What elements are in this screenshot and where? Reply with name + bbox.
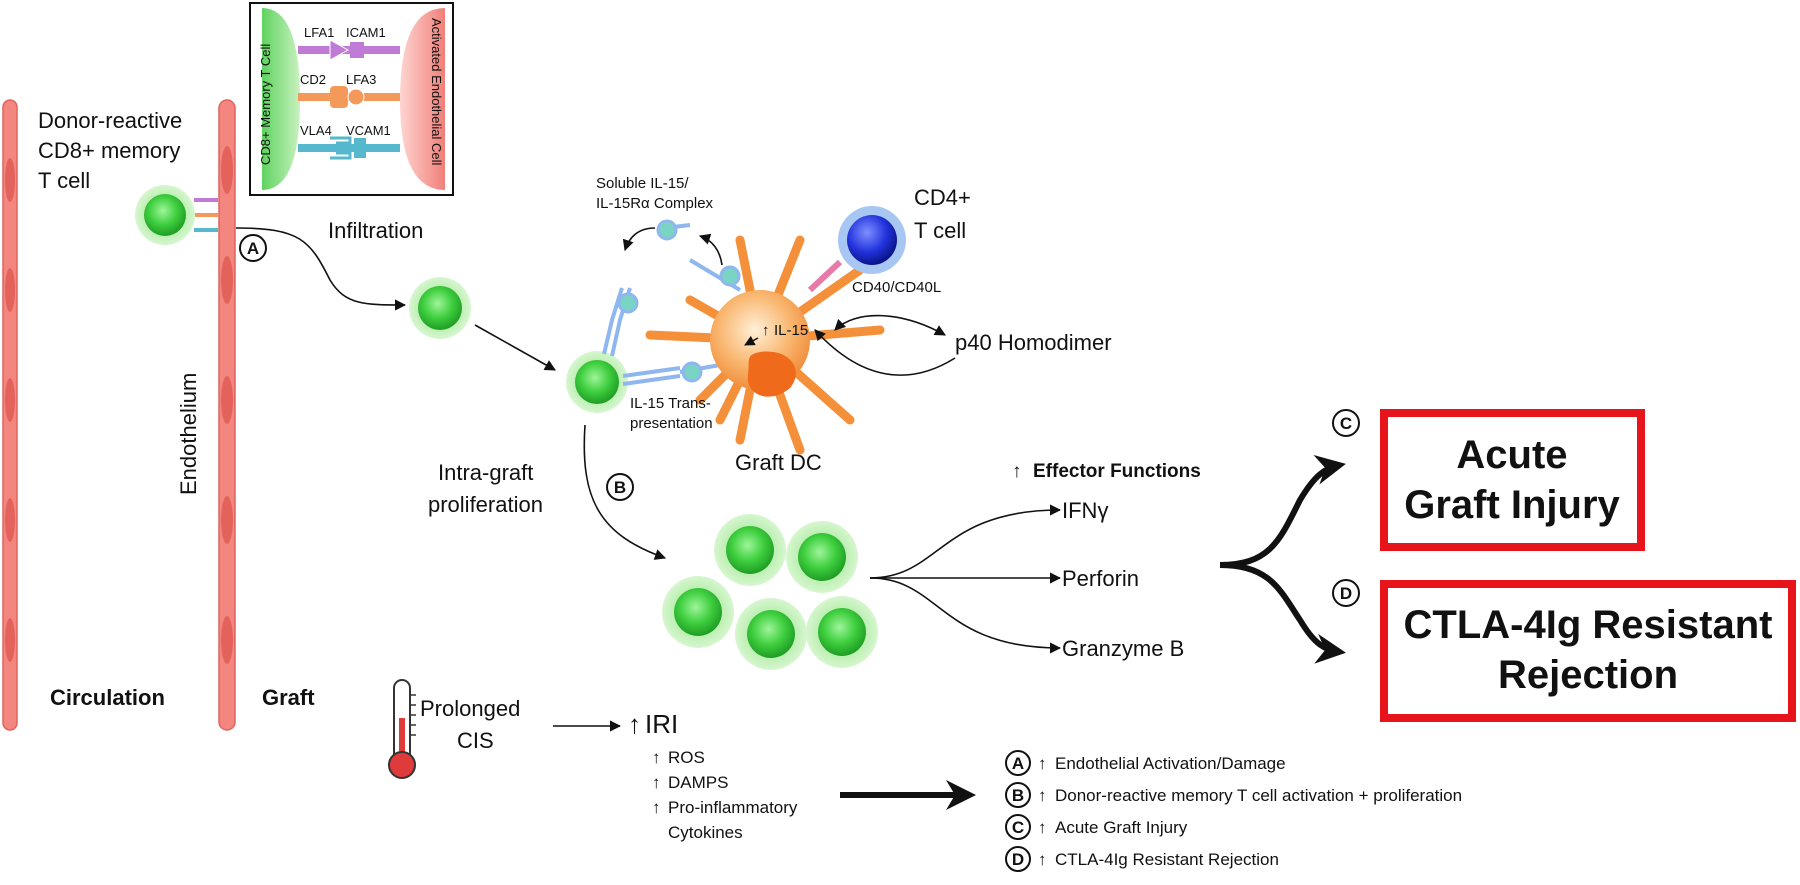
p40-arrow (814, 329, 956, 376)
endothelium-label: Endothelium (176, 373, 201, 495)
donor-cell-label: Donor-reactive (38, 108, 182, 133)
p40-arrow (834, 314, 946, 336)
soluble-complex-arrow (698, 233, 723, 266)
effector-label: ↑ (1012, 461, 1022, 482)
soluble-complex-label: IL-15Rα Complex (596, 195, 714, 212)
damps-label: DAMPS (668, 773, 728, 792)
il15-label: ↑ (762, 322, 770, 339)
svg-text:B: B (1012, 786, 1024, 805)
proinflammatory-label: Pro-inflammatory (668, 798, 798, 817)
inset-right-cell-label: Activated Endothelial Cell (429, 18, 444, 166)
trans-presentation-label: presentation (630, 415, 713, 432)
acute-graft-injury-text: Graft Injury (1404, 483, 1620, 527)
cd4-t-cell-label: T cell (914, 218, 966, 243)
ctla4ig-rejection-text: Rejection (1498, 653, 1678, 697)
ros-label: ROS (668, 748, 705, 767)
svg-text:C: C (1340, 414, 1352, 433)
inset-lfa3-label: LFA3 (346, 72, 376, 87)
inset-vla4-label: VLA4 (300, 123, 332, 138)
ctla4ig-rejection-box (1380, 580, 1796, 722)
proinflammatory-label: ↑ (652, 798, 661, 817)
svg-text:C: C (1012, 818, 1024, 837)
acute-graft-injury-box (1380, 409, 1645, 551)
prolonged-cis-label: CIS (457, 728, 494, 753)
svg-text:Acute Graft Injury: Acute Graft Injury (1055, 818, 1188, 837)
cd4-t-cell-label: CD4+ (914, 185, 971, 210)
proinflammatory-label: Cytokines (668, 823, 743, 842)
effector-arrows (869, 504, 1062, 654)
to-activated-cell-arrow (474, 324, 556, 371)
soluble-complex-arrow (622, 227, 656, 252)
svg-text:↑: ↑ (1038, 754, 1047, 773)
thermometer-icon (388, 679, 416, 779)
endothelium-wall-left (2, 99, 18, 731)
ros-label: ↑ (652, 748, 661, 767)
donor-cell-label: CD8+ memory (38, 138, 180, 163)
intragraft-label: Intra-graft (438, 460, 533, 485)
svg-text:↑: ↑ (1038, 850, 1047, 869)
cd4-t-cell (838, 206, 906, 274)
ifng-label: IFNγ (1062, 498, 1108, 523)
adhesion-inset: CD8+ Memory T Cell Activated Endothelial… (249, 2, 454, 196)
marker-a: A (239, 234, 267, 262)
legend-item: B ↑ Donor-reactive memory T cell activat… (1005, 782, 1462, 808)
circulation-label: Circulation (50, 685, 165, 710)
svg-text:↑: ↑ (1038, 818, 1047, 837)
activated-t-cell (566, 351, 628, 413)
inset-left-cell-label: CD8+ Memory T Cell (258, 44, 273, 165)
damps-label: ↑ (652, 773, 661, 792)
svg-text:Donor-reactive memory T cell a: Donor-reactive memory T cell activation … (1055, 786, 1462, 805)
infiltration-arrow (235, 227, 407, 311)
legend-item: A ↑ Endothelial Activation/Damage (1005, 750, 1286, 776)
graft-dc (645, 235, 885, 455)
graft-label: Graft (262, 685, 315, 710)
acute-graft-injury-text: Acute (1456, 433, 1567, 477)
svg-text:↑: ↑ (1038, 786, 1047, 805)
graft-dc-label: Graft DC (735, 450, 822, 475)
inset-vcam1-label: VCAM1 (346, 123, 391, 138)
legend: A ↑ Endothelial Activation/Damage B ↑ Do… (1005, 750, 1462, 872)
inset-lfa1-label: LFA1 (304, 25, 334, 40)
effector-label: Effector Functions (1033, 461, 1201, 482)
p40-label: p40 Homodimer (955, 330, 1112, 355)
svg-text:B: B (614, 478, 626, 497)
proliferated-t-cells (662, 514, 878, 670)
granzyme-label: Granzyme B (1062, 636, 1184, 661)
svg-text:A: A (247, 239, 259, 258)
inset-icam1-label: ICAM1 (346, 25, 386, 40)
svg-text:D: D (1012, 850, 1024, 869)
legend-item: D ↑ CTLA-4Ig Resistant Rejection (1005, 846, 1279, 872)
svg-text:CTLA-4Ig Resistant Rejection: CTLA-4Ig Resistant Rejection (1055, 850, 1279, 869)
marker-b: B (606, 473, 634, 501)
soluble-complex-label: Soluble IL-15/ (596, 175, 689, 192)
outcome-arrow-d (1219, 562, 1346, 664)
il15-label: IL-15 (774, 322, 808, 339)
infiltration-label: Infiltration (328, 218, 423, 243)
proliferation-arrow (583, 424, 667, 560)
iri-label: ↑ (628, 709, 641, 739)
marker-c: C (1332, 409, 1360, 437)
trans-presentation-label: IL-15 Trans- (630, 395, 711, 412)
endothelium-wall-right (218, 99, 236, 731)
legend-item: C ↑ Acute Graft Injury (1005, 814, 1188, 840)
svg-text:Endothelial Activation/Damage: Endothelial Activation/Damage (1055, 754, 1286, 773)
marker-d: D (1332, 579, 1360, 607)
donor-cell-label: T cell (38, 168, 90, 193)
ctla4ig-rejection-text: CTLA-4Ig Resistant (1404, 603, 1773, 647)
outcome-arrow-c (1219, 455, 1346, 568)
perforin-label: Perforin (1062, 566, 1139, 591)
il15-arrow (744, 335, 759, 346)
intragraft-label: proliferation (428, 492, 543, 517)
prolonged-cis-label: Prolonged (420, 696, 520, 721)
inset-cd2-label: CD2 (300, 72, 326, 87)
infiltrated-t-cell (409, 277, 471, 339)
svg-text:A: A (1012, 754, 1024, 773)
svg-text:D: D (1340, 584, 1352, 603)
cd40-label: CD40/CD40L (852, 279, 941, 296)
iri-label: IRI (645, 709, 678, 739)
circulating-t-cell (135, 185, 218, 245)
